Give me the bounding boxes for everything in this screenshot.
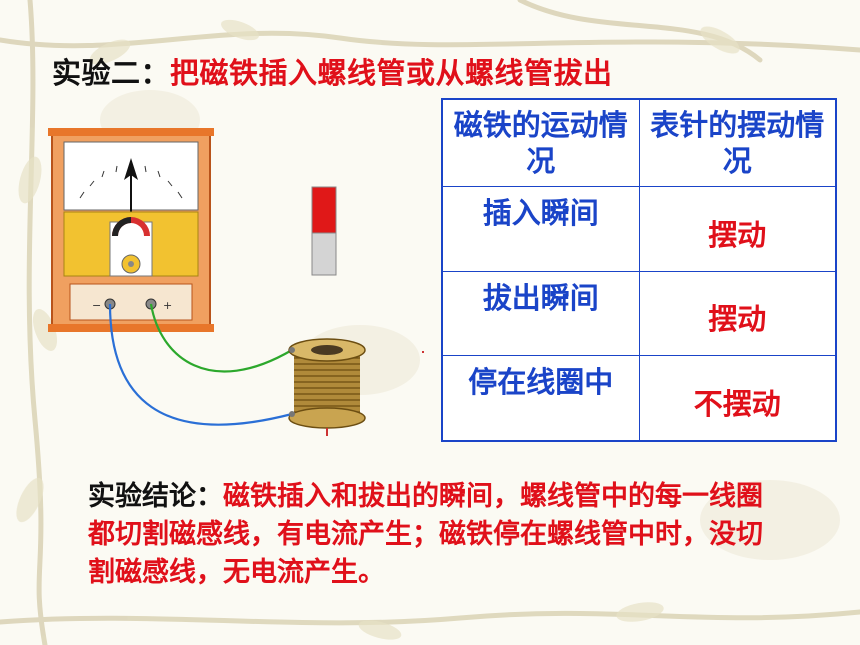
terminal-panel — [69, 283, 193, 321]
solenoid-coil — [288, 338, 366, 436]
magnet-north — [311, 186, 337, 234]
conclusion-text: 实验结论：磁铁插入和拔出的瞬间，螺线管中的每一线圈都切割磁感线，有电流产生；磁铁… — [88, 478, 778, 592]
table-header-row: 磁铁的运动情况 表针的摆动情况 — [441, 98, 837, 187]
cell-swing: 摆动 — [638, 270, 837, 357]
title-lead: 实验二： — [52, 56, 171, 90]
blue-wire — [108, 303, 293, 426]
header-motion: 磁铁的运动情况 — [441, 98, 640, 187]
result-table: 磁铁的运动情况 表针的摆动情况 插入瞬间 摆动 拔出瞬间 摆动 停在线圈中 不摆… — [441, 98, 837, 442]
minus-label: − — [92, 299, 101, 312]
magnet-south — [311, 232, 337, 276]
bar-magnet — [311, 186, 337, 276]
table-row: 停在线圈中 不摆动 — [441, 355, 837, 442]
table-row: 插入瞬间 摆动 — [441, 186, 837, 272]
cell-motion: 停在线圈中 — [441, 355, 640, 442]
title-text: 把磁铁插入螺线管或从螺线管拔出 — [170, 56, 613, 90]
cell-swing: 摆动 — [638, 186, 837, 272]
marker-dot — [422, 351, 424, 353]
table-row: 拔出瞬间 摆动 — [441, 270, 837, 357]
conclusion-body: 磁铁插入和拔出的瞬间，螺线管中的每一线圈都切割磁感线，有电流产生；磁铁停在螺线管… — [88, 481, 763, 588]
header-swing: 表针的摆动情况 — [638, 98, 837, 187]
conclusion-lead: 实验结论： — [88, 481, 223, 512]
plus-label: + — [163, 299, 172, 312]
slide-title: 实验二：把磁铁插入螺线管或从螺线管拔出 — [52, 50, 613, 92]
meter-needle — [124, 158, 138, 180]
cell-motion: 插入瞬间 — [441, 186, 640, 272]
cell-motion: 拔出瞬间 — [441, 270, 640, 357]
galvanometer-apparatus: − + — [48, 128, 366, 436]
cell-swing: 不摆动 — [638, 355, 837, 442]
green-wire — [149, 303, 293, 373]
